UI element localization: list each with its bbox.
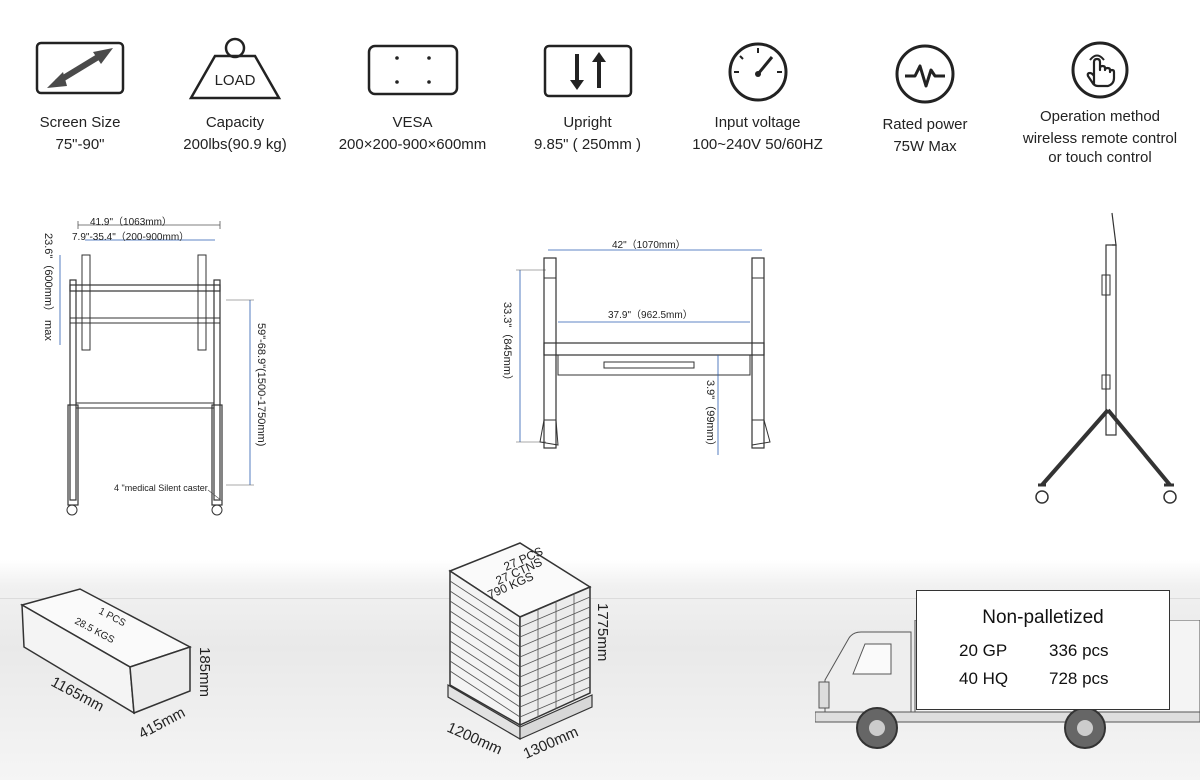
top-inner-width-label: 37.9"（962.5mm） bbox=[608, 309, 693, 321]
weight-icon: LOAD bbox=[187, 36, 283, 107]
spec-title: Input voltage bbox=[714, 114, 801, 131]
top-view-drawing: 42"（1070mm） 33.3"（845mm） 37.9"（962.5mm） … bbox=[500, 230, 790, 460]
front-view-drawing: 41.9"（1063mm） 7.9"-35.4"（200-900mm） 23.6… bbox=[30, 205, 290, 525]
spec-title: Upright bbox=[563, 114, 612, 131]
weight-icon-label: LOAD bbox=[215, 72, 256, 89]
front-width-label: 41.9"（1063mm） bbox=[90, 216, 172, 228]
spec-value: 75"-90" bbox=[55, 136, 105, 153]
up-down-arrows-icon bbox=[543, 44, 633, 103]
single-package-height: 185mm bbox=[196, 647, 213, 697]
spec-value: 75W Max bbox=[893, 138, 957, 155]
spec-rated-power: Rated power 75W Max bbox=[860, 0, 990, 180]
shipping-qty: 336 pcs bbox=[1049, 641, 1109, 660]
spec-title: Rated power bbox=[882, 116, 968, 133]
spec-value: wireless remote control bbox=[1022, 130, 1178, 147]
touch-hand-icon bbox=[1070, 40, 1130, 105]
spec-title: VESA bbox=[392, 114, 433, 131]
shipping-info-box: Non-palletized 20 GP 336 pcs 40 HQ 728 pcs bbox=[916, 590, 1170, 710]
shipping-row: 20 GP 336 pcs bbox=[959, 641, 1109, 661]
side-view-drawing bbox=[1020, 205, 1200, 510]
spec-vesa: VESA 200×200-900×600mm bbox=[325, 0, 500, 180]
pallet-height: 1775mm bbox=[594, 603, 611, 661]
vesa-pattern-icon bbox=[367, 44, 459, 101]
spec-value-line2: or touch control bbox=[1048, 149, 1152, 166]
top-depth-label: 33.3"（845mm） bbox=[501, 302, 514, 386]
front-height-label: 59"-68.9"(1500-1750mm) bbox=[255, 323, 267, 446]
top-width-label: 42"（1070mm） bbox=[612, 239, 686, 251]
spec-row: Screen Size 75"-90" LOAD Capacity 200lbs… bbox=[0, 0, 1200, 180]
spec-input-voltage: Input voltage 100~240V 50/60HZ bbox=[675, 0, 840, 180]
spec-value: 9.85" ( 250mm ) bbox=[533, 136, 642, 153]
single-package-drawing: 1 PCS 28.5 KGS 1165mm 415mm 185mm bbox=[10, 585, 250, 745]
shipping-container: 20 GP bbox=[959, 641, 1008, 660]
gauge-icon bbox=[726, 40, 790, 109]
floor-line bbox=[0, 598, 1200, 599]
spec-screen-size: Screen Size 75"-90" bbox=[20, 0, 140, 180]
spec-value: 100~240V 50/60HZ bbox=[692, 136, 823, 153]
diagonal-arrow-icon bbox=[35, 40, 125, 101]
shipping-qty: 728 pcs bbox=[1049, 669, 1109, 688]
spec-title: Screen Size bbox=[39, 114, 121, 131]
spec-capacity: LOAD Capacity 200lbs(90.9 kg) bbox=[170, 0, 300, 180]
spec-operation-method: Operation method wireless remote control… bbox=[1000, 0, 1200, 180]
shipping-title: Non-palletized bbox=[982, 607, 1104, 628]
spec-title: Operation method bbox=[1039, 108, 1161, 125]
front-caster-label: 4 "medical Silent caster bbox=[114, 483, 208, 493]
top-offset-label: 3.9"（99mm） bbox=[704, 380, 717, 452]
pallet-layer-lines bbox=[449, 580, 591, 718]
spec-value: 200×200-900×600mm bbox=[338, 136, 487, 153]
spec-upright: Upright 9.85" ( 250mm ) bbox=[520, 0, 655, 180]
front-vesa-width-label: 7.9"-35.4"（200-900mm） bbox=[72, 231, 189, 243]
pallet-package-drawing: 27 PCS 27 CTNS 790 KGS 1775mm 1200mm 130… bbox=[430, 535, 640, 765]
front-vesa-height-label: 23.6"（600mm） max bbox=[42, 233, 55, 341]
shipping-row: 40 HQ 728 pcs bbox=[959, 669, 1109, 689]
spec-title: Capacity bbox=[205, 114, 265, 131]
pulse-icon bbox=[893, 42, 957, 111]
shipping-container: 40 HQ bbox=[959, 669, 1009, 688]
spec-value: 200lbs(90.9 kg) bbox=[183, 136, 287, 153]
